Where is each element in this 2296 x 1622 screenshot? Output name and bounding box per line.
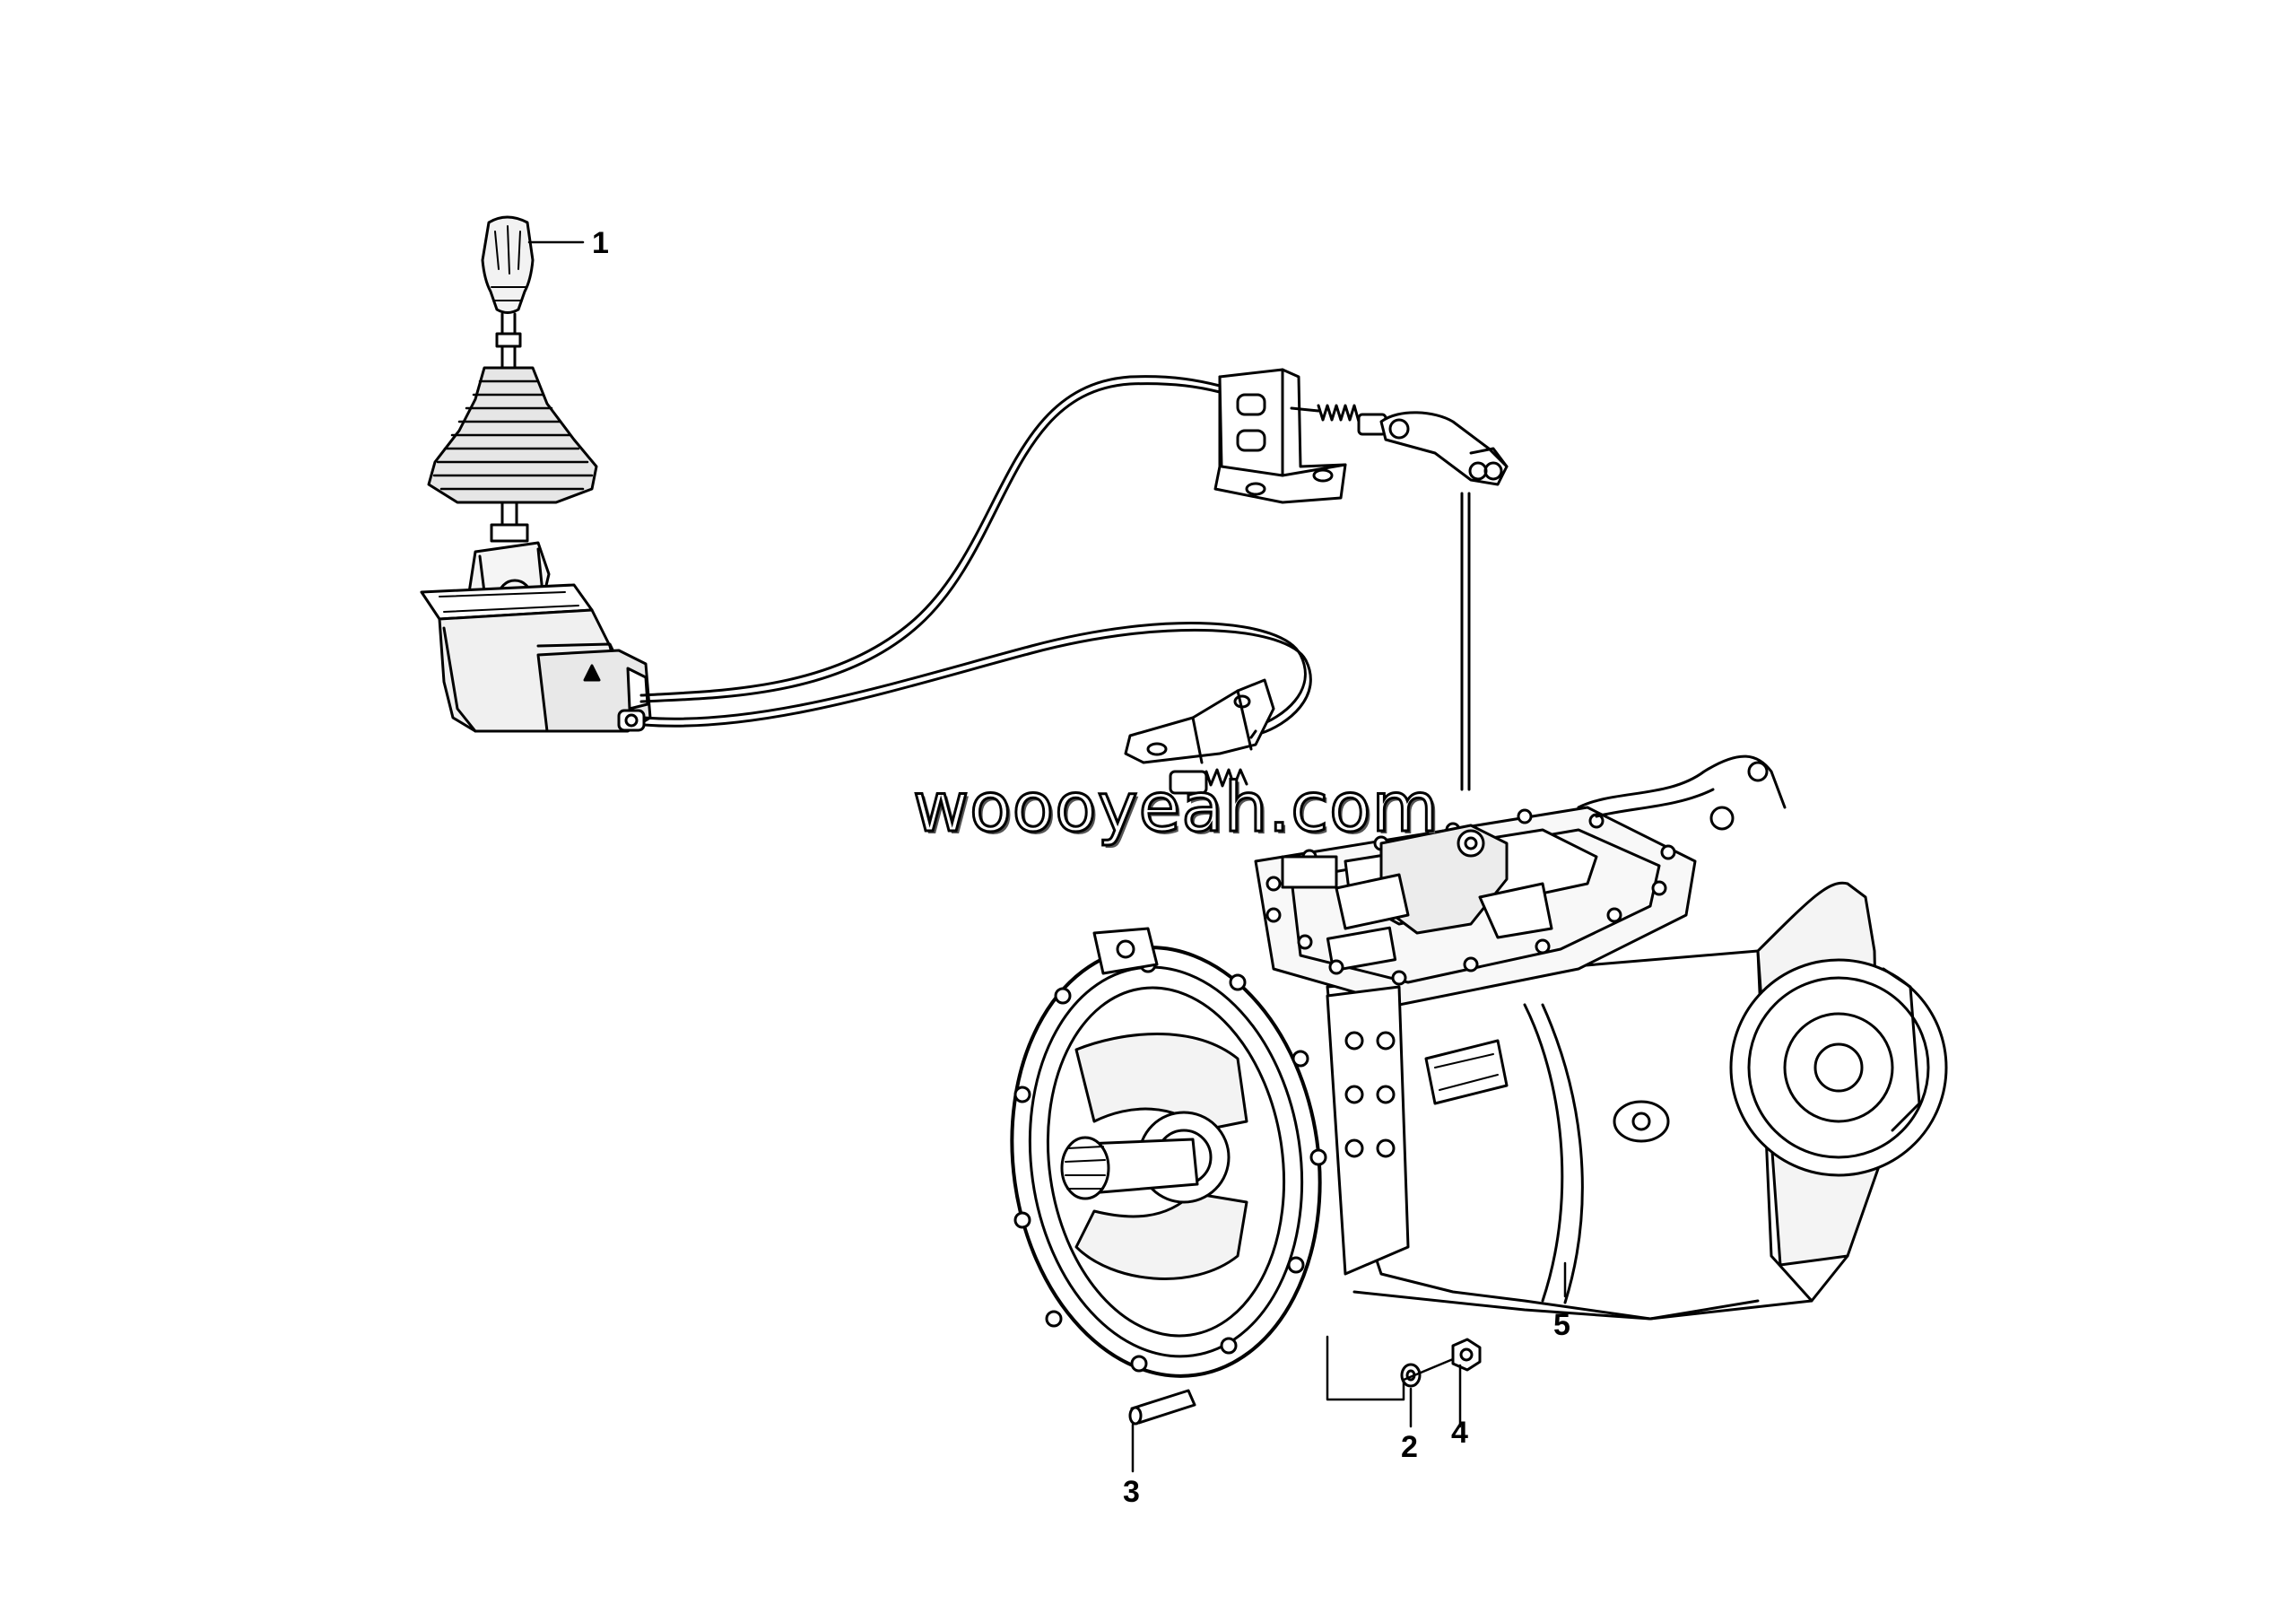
bell-housing [1010,927,1327,1378]
leader-lines [527,240,1567,1473]
dowel-pin [1128,1389,1196,1426]
callout-1: 1 [592,226,609,260]
callout-2: 2 [1401,1430,1418,1464]
callout-3: 3 [1123,1475,1140,1509]
washer [1400,1363,1422,1388]
gearbox-assembly [1254,754,1948,1321]
hex-nut [1451,1338,1482,1372]
cover-bolts [1265,808,1676,986]
watermark-text: woooyeah.com [912,767,1440,847]
gear-shift-lever-assembly [420,215,652,733]
shift-cables [639,375,1312,736]
callout-4: 4 [1451,1416,1468,1450]
upper-cable-bracket [1213,368,1509,791]
callout-5: 5 [1553,1308,1570,1342]
lower-cable-bracket [1124,678,1275,795]
